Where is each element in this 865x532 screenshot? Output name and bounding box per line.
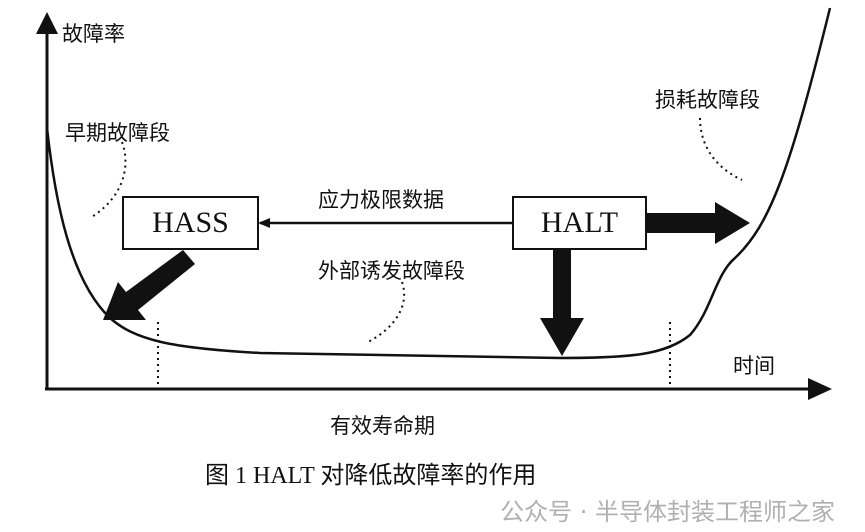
early-leader — [89, 141, 127, 219]
useful-life-label: 有效寿命期 — [330, 414, 435, 438]
halt-down-thick-arrow — [540, 250, 584, 356]
y-axis-arrow-icon — [36, 12, 58, 34]
hass-box: HASS — [122, 196, 259, 250]
halt-box: HALT — [512, 196, 647, 250]
x-axis-label: 时间 — [733, 354, 775, 378]
external-failure-label: 外部诱发故障段 — [318, 259, 465, 283]
wearout-failure-label: 损耗故障段 — [655, 88, 760, 112]
stress-limit-label: 应力极限数据 — [318, 188, 444, 212]
x-axis-arrow-icon — [808, 378, 832, 400]
early-failure-label: 早期故障段 — [65, 121, 170, 145]
wearout-leader — [699, 117, 743, 181]
watermark: 公众号 · 半导体封装工程师之家 — [500, 498, 835, 526]
figure-caption: 图 1 HALT 对降低故障率的作用 — [205, 463, 537, 489]
halt-right-thick-arrow — [646, 202, 750, 244]
hass-diagonal-thick-arrow — [103, 250, 195, 320]
external-leader — [367, 281, 406, 343]
y-axis-label: 故障率 — [62, 22, 125, 46]
bathtub-curve — [45, 7, 832, 360]
